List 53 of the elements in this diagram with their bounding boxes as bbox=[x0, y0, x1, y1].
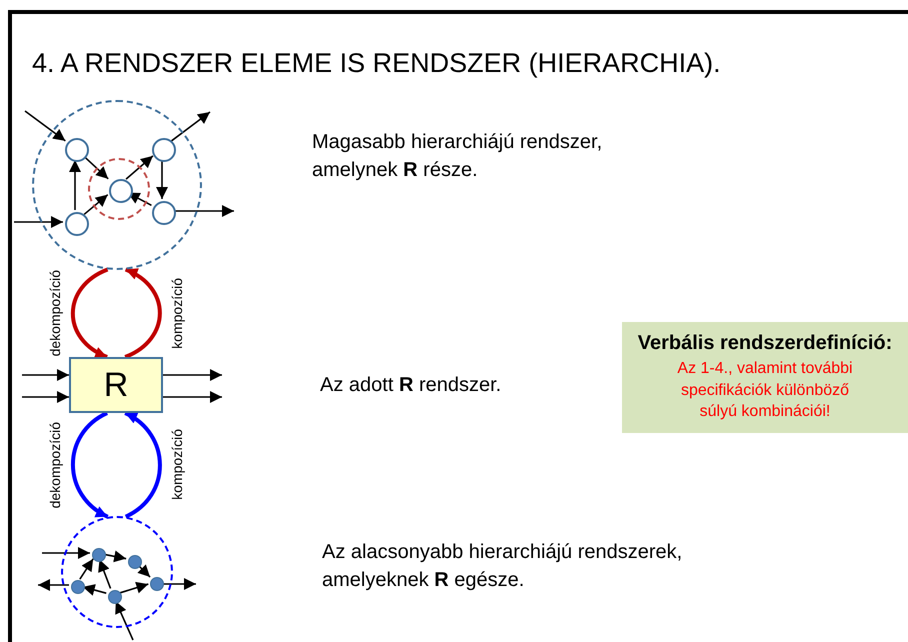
node-dot bbox=[150, 577, 164, 591]
box-heading: Verbális rendszerdefiníció: bbox=[638, 332, 892, 356]
node-dot bbox=[92, 548, 106, 562]
arrow bbox=[174, 205, 234, 217]
box-text: Az 1-4., valamint további specifikációk különböző súlyú kombinációi! bbox=[676, 359, 854, 422]
description-text: Magasabb hierarchiájú rendszer, amelynek R része. bbox=[312, 130, 604, 183]
dashed-circle bbox=[32, 100, 202, 270]
description-text: Az alacsonyabb hierarchiájú rendszerek, amelyeknek R egésze. bbox=[322, 540, 684, 593]
arrow bbox=[24, 110, 66, 142]
arrow bbox=[124, 411, 162, 518]
edge-label: dekompozíció bbox=[47, 270, 64, 357]
arrow bbox=[124, 268, 162, 359]
system-label: R bbox=[104, 366, 128, 404]
arrow bbox=[162, 578, 196, 590]
arrow bbox=[156, 160, 168, 199]
arrow bbox=[82, 584, 106, 596]
node-circle bbox=[152, 138, 176, 162]
arrow bbox=[119, 582, 149, 594]
arrow bbox=[98, 559, 112, 589]
definition-box bbox=[622, 322, 908, 433]
arrow bbox=[38, 579, 69, 591]
node-circle bbox=[109, 179, 133, 203]
arrow bbox=[14, 216, 63, 228]
dashed-circle bbox=[61, 516, 173, 628]
dashed-circle bbox=[88, 158, 150, 220]
node-circle bbox=[152, 201, 176, 225]
arrow bbox=[79, 558, 94, 580]
arrow bbox=[84, 194, 108, 215]
arrow bbox=[69, 160, 81, 210]
slide-title: 4. A RENDSZER ELEME IS RENDSZER (HIERARCHIA). bbox=[32, 48, 721, 79]
node-circle bbox=[65, 212, 89, 236]
arrow bbox=[22, 391, 69, 403]
node-circle bbox=[65, 138, 89, 162]
arrow bbox=[42, 547, 90, 559]
edge-label: dekompozíció bbox=[47, 422, 64, 508]
description-text: Az adott R rendszer. bbox=[320, 373, 502, 398]
edge-label: kompozíció bbox=[169, 278, 186, 349]
node-dot bbox=[128, 555, 142, 569]
arrow bbox=[70, 268, 108, 359]
arrow bbox=[70, 411, 109, 519]
arrow bbox=[83, 156, 109, 180]
arrow bbox=[163, 391, 222, 403]
arrow bbox=[22, 369, 69, 381]
system-box bbox=[69, 357, 163, 413]
arrow bbox=[171, 111, 210, 142]
node-dot bbox=[71, 580, 85, 594]
arrow bbox=[104, 550, 126, 562]
arrow bbox=[137, 564, 151, 578]
arrow bbox=[115, 601, 134, 640]
edge-label: kompozíció bbox=[169, 429, 186, 500]
node-dot bbox=[108, 590, 122, 604]
arrow bbox=[163, 369, 222, 381]
arrow bbox=[126, 155, 154, 180]
